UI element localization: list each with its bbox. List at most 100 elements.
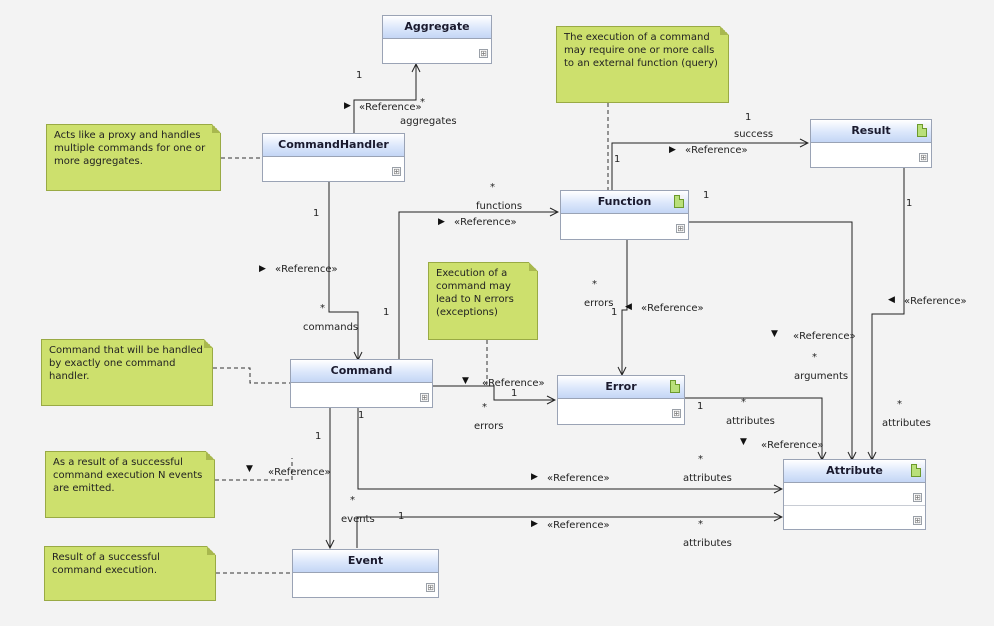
class-result[interactable]: Result ⊞	[810, 119, 932, 168]
role-functions: functions	[476, 201, 523, 212]
arrow-left-icon: ◀	[625, 302, 632, 312]
class-function-name-text: Function	[597, 195, 652, 208]
class-result-compartment: ⊞	[811, 143, 931, 165]
edge-command-attribute	[357, 408, 782, 489]
document-icon	[917, 124, 927, 137]
class-event-compartment: ⊞	[293, 573, 438, 595]
note-function-call: The execution of a command may require o…	[556, 26, 729, 103]
expand-icon[interactable]: ⊞	[392, 167, 401, 176]
ref-label-arguments: «Reference»	[793, 331, 856, 342]
note-result: Result of a successful command execution…	[44, 546, 216, 601]
class-result-name-text: Result	[851, 124, 891, 137]
mult-errors-many-function: *	[592, 279, 597, 290]
ref-label-success: «Reference»	[685, 145, 748, 156]
arrow-down-icon: ▼	[740, 437, 747, 447]
ref-label-error-attributes: «Reference»	[761, 440, 824, 451]
class-commandhandler[interactable]: CommandHandler ⊞	[262, 133, 405, 182]
arrow-right-icon: ▶	[259, 264, 266, 274]
expand-icon[interactable]: ⊞	[913, 493, 922, 502]
edge-error-attribute	[685, 397, 822, 460]
note-events-emitted-text: As a result of a successful command exec…	[53, 457, 203, 494]
class-function[interactable]: Function ⊞	[560, 190, 689, 240]
role-command-attributes: attributes	[683, 473, 732, 484]
mult-command-one-error: 1	[511, 388, 518, 399]
mult-command-one-function: 1	[383, 307, 390, 318]
anchor-note-events	[215, 458, 293, 481]
note-function-call-text: The execution of a command may require o…	[564, 32, 718, 69]
expand-icon[interactable]: ⊞	[919, 153, 928, 162]
ref-label-errors-function: «Reference»	[641, 303, 704, 314]
edge-result-attribute	[872, 168, 905, 460]
arrow-right-icon: ▶	[531, 472, 538, 482]
mult-command-attributes-many: *	[698, 454, 703, 465]
mult-arguments-many: *	[812, 352, 817, 363]
role-success: success	[734, 129, 774, 140]
role-error-attributes: attributes	[726, 416, 775, 427]
role-aggregates: aggregates	[400, 116, 457, 127]
mult-function-one-error: 1	[611, 307, 618, 318]
mult-events-many: *	[350, 495, 355, 506]
document-icon	[911, 464, 921, 477]
edge-event-attribute	[356, 517, 782, 548]
mult-handler-one: 1	[313, 208, 320, 219]
expand-icon[interactable]: ⊞	[672, 409, 681, 418]
note-errors: Execution of a command may lead to N err…	[428, 262, 538, 340]
expand-icon[interactable]: ⊞	[676, 224, 685, 233]
arrow-right-icon: ▶	[669, 145, 676, 155]
expand-icon[interactable]: ⊞	[420, 393, 429, 402]
edge-function-error	[622, 240, 628, 375]
note-proxy: Acts like a proxy and handles multiple c…	[46, 124, 221, 191]
role-command-errors: errors	[474, 421, 504, 432]
mult-result-one-attr: 1	[906, 198, 913, 209]
note-handler: Command that will be handled by exactly …	[41, 339, 213, 406]
edge-commandhandler-command	[328, 182, 358, 360]
class-attribute-compartment-2: ⊞	[784, 505, 925, 528]
mult-event-attributes-many: *	[698, 519, 703, 530]
mult-result-attributes-many: *	[897, 399, 902, 410]
mult-function-one-attr: 1	[703, 190, 710, 201]
mult-functions-many: *	[490, 182, 495, 193]
ref-label-command-errors: «Reference»	[482, 378, 545, 389]
class-aggregate-name: Aggregate	[383, 16, 491, 39]
class-aggregate[interactable]: Aggregate ⊞	[382, 15, 492, 64]
role-commands: commands	[303, 322, 359, 333]
class-command-name: Command	[291, 360, 432, 383]
arrow-right-icon: ▶	[344, 101, 351, 111]
arrow-down-icon: ▼	[462, 376, 469, 386]
class-attribute[interactable]: Attribute ⊞ ⊞	[783, 459, 926, 530]
mult-command-errors-many: *	[482, 402, 487, 413]
class-aggregate-compartment: ⊞	[383, 39, 491, 61]
class-command[interactable]: Command ⊞	[290, 359, 433, 408]
ref-label-command-attributes: «Reference»	[547, 473, 610, 484]
document-icon	[670, 380, 680, 393]
class-function-compartment: ⊞	[561, 214, 688, 236]
note-result-text: Result of a successful command execution…	[52, 552, 160, 576]
edge-function-result	[611, 143, 808, 190]
anchor-note-handler	[213, 367, 290, 384]
mult-aggregates-many: *	[420, 97, 425, 108]
class-error-compartment: ⊞	[558, 399, 684, 421]
mult-command-one-attr: 1	[358, 410, 365, 421]
document-icon	[674, 195, 684, 208]
note-events-emitted: As a result of a successful command exec…	[45, 451, 215, 518]
class-event[interactable]: Event ⊞	[292, 549, 439, 598]
class-command-compartment: ⊞	[291, 383, 432, 405]
mult-error-one-attr: 1	[697, 401, 704, 412]
role-event-attributes: attributes	[683, 538, 732, 549]
class-event-name: Event	[293, 550, 438, 573]
class-error-name: Error	[558, 376, 684, 399]
edge-function-attribute	[688, 221, 852, 460]
class-error[interactable]: Error ⊞	[557, 375, 685, 425]
expand-icon[interactable]: ⊞	[426, 583, 435, 592]
ref-label-event-attributes: «Reference»	[547, 520, 610, 531]
ref-label-events: «Reference»	[268, 467, 331, 478]
arrow-right-icon: ▶	[531, 519, 538, 529]
class-attribute-name-text: Attribute	[826, 464, 883, 477]
ref-label-result-attributes: «Reference»	[904, 296, 967, 307]
expand-icon[interactable]: ⊞	[913, 516, 922, 525]
expand-icon[interactable]: ⊞	[479, 49, 488, 58]
note-proxy-text: Acts like a proxy and handles multiple c…	[54, 130, 206, 167]
class-attribute-name: Attribute	[784, 460, 925, 483]
